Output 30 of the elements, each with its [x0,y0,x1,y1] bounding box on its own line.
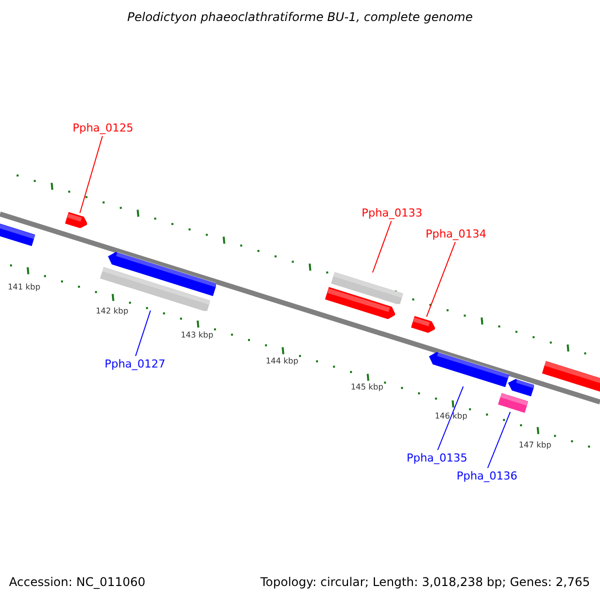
gene-block [330,272,404,304]
position-label: 146 kbp [434,412,468,420]
gene-block [410,316,436,332]
gene-block [508,379,534,397]
leader-line [437,386,464,450]
footer-text: Topology: circular; Length: 3,018,238 bp; Genes: 2,765 [260,575,590,589]
leader-line [135,310,151,356]
gene-block [428,352,510,388]
footer-text: Accession: NC_011060 [9,575,146,589]
position-label: 145 kbp [350,382,384,392]
gene-block [498,393,528,413]
position-label: 142 kbp [96,306,128,316]
gene-label: Ppha_0135 [406,452,468,464]
gene-label: Ppha_0125 [72,122,134,134]
gene-label: Ppha_0127 [104,358,166,370]
position-label: 143 kbp [180,330,214,340]
position-label: 141 kbp [8,282,40,292]
gene-block [108,252,216,296]
gene-block [324,287,396,320]
title: Pelodictyon phaeoclathratiforme BU-1, complete genome [127,10,473,24]
leader-line [487,411,511,468]
gene-label: Ppha_0136 [456,470,518,482]
leader-line [372,220,392,273]
position-label: 144 kbp [266,356,298,366]
gene-label: Ppha_0133 [362,206,422,220]
position-label: 147 kbp [518,440,552,450]
gene-block [64,212,88,228]
leader-line [79,136,103,214]
gene-label: Ppha_0134 [426,228,486,240]
leader-line [426,242,456,318]
